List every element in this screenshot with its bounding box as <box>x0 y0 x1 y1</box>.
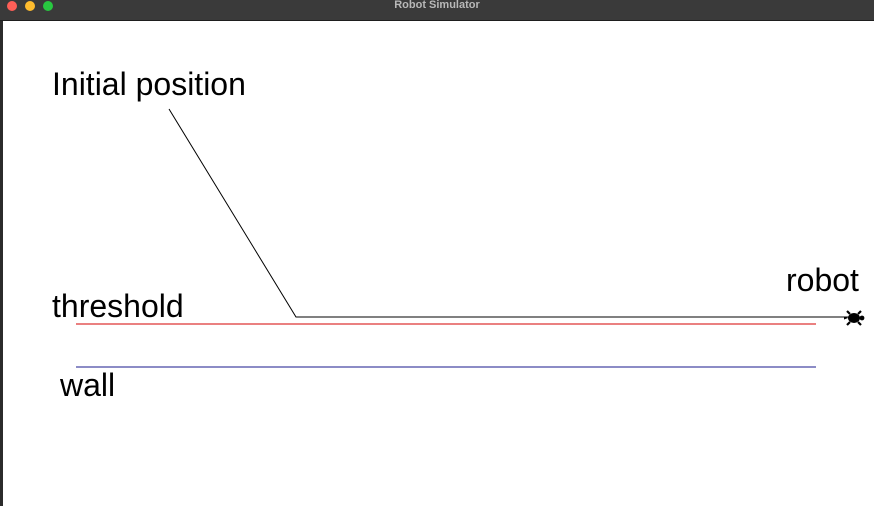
wall-label: wall <box>60 367 116 403</box>
robot-label: robot <box>786 262 859 298</box>
initial-position-label: Initial position <box>52 66 246 102</box>
robot-path-line <box>168 108 854 318</box>
title-bar[interactable]: Robot Simulator <box>0 0 874 21</box>
threshold-label: threshold <box>52 288 184 324</box>
simulation-canvas: Initial position robot threshold wall <box>3 21 874 506</box>
close-window-button[interactable] <box>7 1 17 11</box>
minimize-window-button[interactable] <box>25 1 35 11</box>
maximize-window-button[interactable] <box>43 1 53 11</box>
turtle-icon <box>844 310 865 326</box>
window-title: Robot Simulator <box>394 0 480 11</box>
scene-svg <box>76 108 865 368</box>
